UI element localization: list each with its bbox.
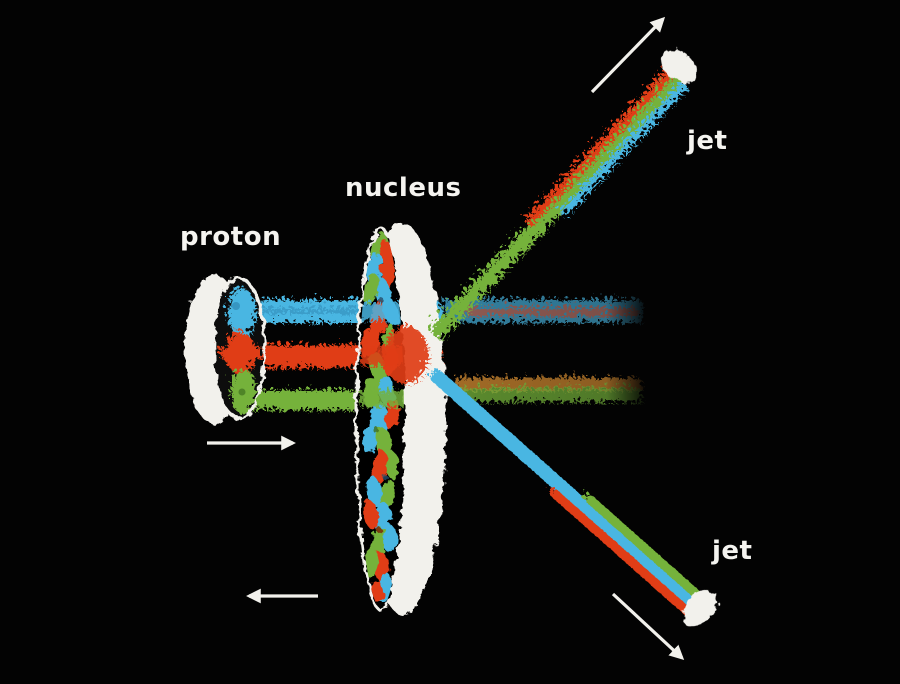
impact-splash xyxy=(379,322,425,380)
proton-quark-green xyxy=(227,365,253,411)
proton-quark-green-speck xyxy=(238,388,246,396)
nucleus-disk xyxy=(354,223,446,615)
nucleus-label: nucleus xyxy=(345,173,461,203)
blue-quark-beam-shade xyxy=(250,304,430,310)
proton-quarks xyxy=(216,284,258,411)
proton-disk xyxy=(185,274,267,424)
remnant-beam-lower xyxy=(452,374,638,398)
jet-bottom-direction-arrow xyxy=(611,592,685,661)
remnant-beam-upper xyxy=(440,296,638,319)
jet-top-label: jet xyxy=(686,126,727,156)
jet-bottom-red-strand xyxy=(545,484,689,613)
proton-quark-blue-speck xyxy=(232,302,240,310)
jet-top xyxy=(427,65,684,335)
jet-bottom-cyan-strand xyxy=(425,365,696,607)
jet-bottom xyxy=(425,365,702,613)
proton-quark-red xyxy=(221,328,251,370)
jet-top-red-strand xyxy=(521,65,670,222)
remnant-beams xyxy=(440,296,638,398)
jet-bottom-green-strand xyxy=(581,490,702,599)
jet-bottom-endcap xyxy=(681,589,717,627)
jet-bottom-label: jet xyxy=(711,536,752,566)
jet-top-blue-strand xyxy=(555,78,684,213)
jet-top-green-strand xyxy=(427,70,678,335)
direction-arrows xyxy=(207,16,685,661)
jet-top-direction-arrow xyxy=(590,16,666,94)
jet-top-endcap xyxy=(660,48,698,84)
proton-label: proton xyxy=(180,222,281,252)
